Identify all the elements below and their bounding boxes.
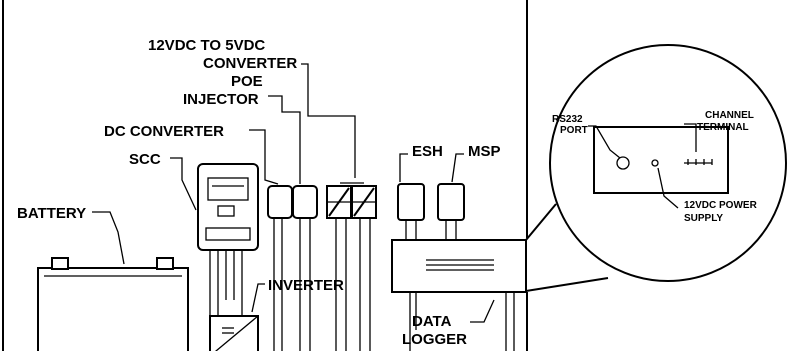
label-converter-12-5-line1: 12VDC TO 5VDC bbox=[148, 37, 265, 54]
data-logger-unit bbox=[391, 239, 527, 351]
label-data-logger-line2: LOGGER bbox=[402, 331, 467, 348]
label-leaders bbox=[92, 63, 495, 323]
converter-12-to-5-unit bbox=[326, 182, 377, 351]
poe-injector-unit bbox=[292, 185, 318, 351]
enclosure-outline bbox=[2, 0, 528, 351]
callout-channel-line2: TERMINAL bbox=[697, 122, 749, 133]
label-esh: ESH bbox=[412, 143, 443, 160]
callout-power-line2: SUPPLY bbox=[684, 213, 723, 224]
label-data-logger-line1: DATA bbox=[412, 313, 452, 330]
callout-rs232-line2: PORT bbox=[560, 125, 588, 136]
label-poe-line1: POE bbox=[231, 73, 263, 90]
detail-callout bbox=[525, 44, 787, 292]
dc-converter-unit bbox=[267, 185, 293, 351]
callout-rs232-line1: RS232 bbox=[552, 114, 583, 125]
callout-power-line1: 12VDC POWER bbox=[684, 200, 758, 211]
label-poe-line2: INJECTOR bbox=[183, 91, 259, 108]
inverter-unit bbox=[209, 315, 259, 356]
label-inverter: INVERTER bbox=[268, 277, 344, 294]
esh-unit bbox=[397, 183, 425, 240]
label-battery: BATTERY bbox=[17, 205, 86, 222]
label-msp: MSP bbox=[468, 143, 501, 160]
callout-channel-line1: CHANNEL bbox=[705, 110, 754, 121]
label-scc: SCC bbox=[129, 151, 161, 168]
msp-unit bbox=[437, 183, 465, 240]
label-dc-converter: DC CONVERTER bbox=[104, 123, 224, 140]
battery bbox=[37, 257, 189, 356]
label-converter-12-5-line2: CONVERTER bbox=[203, 55, 297, 72]
